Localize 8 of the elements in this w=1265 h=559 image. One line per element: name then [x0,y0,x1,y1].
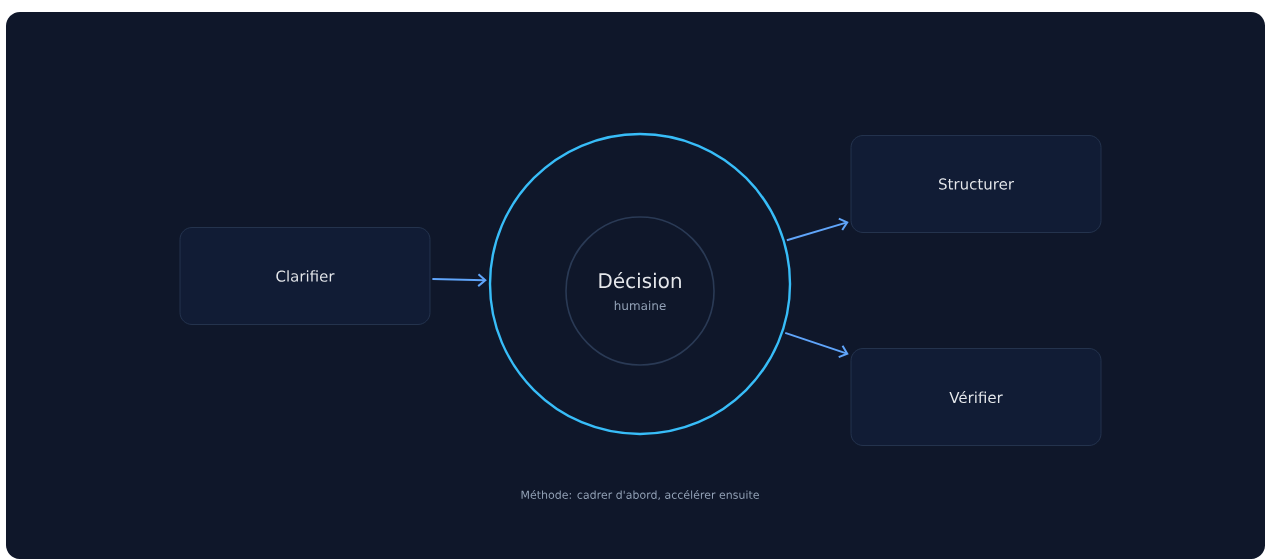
arrow [431,273,487,288]
outer-circle [488,132,792,436]
arrow [785,217,849,242]
process-box: Vérifier [850,348,1102,446]
arrow [784,331,849,359]
process-box: Structurer [850,135,1102,233]
process-box: Clarifier [179,227,431,325]
caption-text: Méthode: cadrer d'abord, accélérer ensuite [521,489,759,501]
